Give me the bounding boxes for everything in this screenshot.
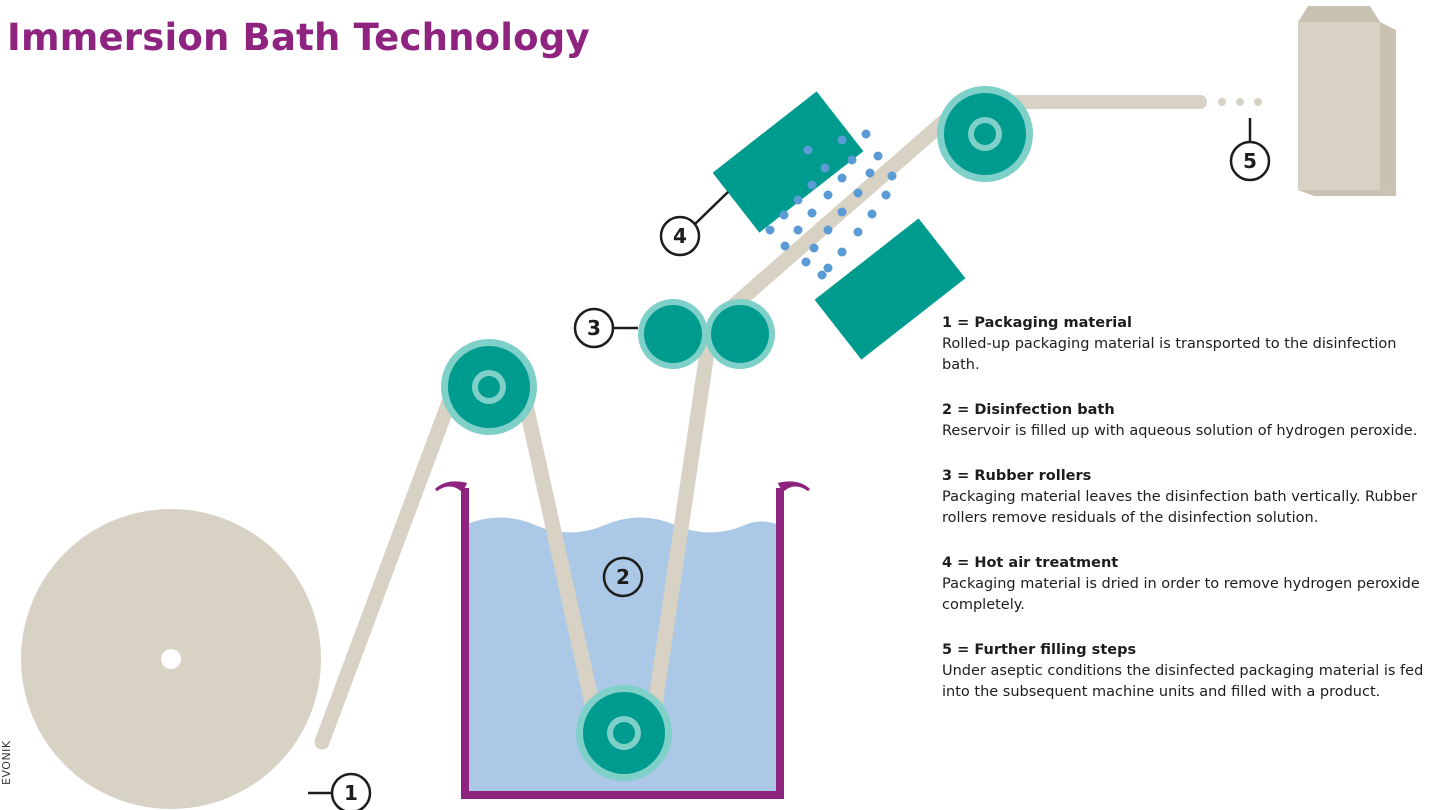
marker-4: 4: [659, 191, 729, 257]
legend-heading: 5 = Further filling steps: [942, 642, 1137, 658]
hot-air-nozzles-icon: [712, 91, 966, 360]
legend-description: Rolled-up packaging material is transpor…: [942, 336, 1397, 373]
packaging-material-web: [314, 95, 1207, 750]
legend-description: Reservoir is filled up with aqueous solu…: [942, 423, 1418, 439]
svg-text:4: 4: [673, 224, 687, 248]
legend-item-3: 3 = Rubber rollers Packaging material le…: [942, 466, 1428, 529]
svg-text:5: 5: [1243, 149, 1257, 173]
legend-heading: 3 = Rubber rollers: [942, 468, 1092, 484]
legend-description: Packaging material is dried in order to …: [942, 576, 1420, 613]
legend-item-1: 1 = Packaging material Rolled-up packagi…: [942, 313, 1428, 376]
svg-text:2: 2: [616, 565, 630, 589]
legend-item-5: 5 = Further filling steps Under aseptic …: [942, 640, 1428, 703]
guide-roller-top: [441, 339, 537, 435]
legend-description: Packaging material leaves the disinfecti…: [942, 489, 1417, 526]
guide-roller-bath: [576, 685, 672, 781]
image-credit: EVONIK: [0, 740, 13, 785]
disinfection-tank: [461, 488, 784, 799]
legend: 1 = Packaging material Rolled-up packagi…: [942, 313, 1428, 727]
legend-heading: 2 = Disinfection bath: [942, 402, 1115, 418]
marker-1: 1: [308, 772, 372, 810]
svg-text:3: 3: [587, 316, 601, 340]
legend-heading: 4 = Hot air treatment: [942, 555, 1119, 571]
legend-heading: 1 = Packaging material: [942, 315, 1133, 331]
marker-2: 2: [602, 556, 644, 598]
filled-package-icon: [1298, 6, 1396, 196]
rubber-rollers-icon: [638, 299, 775, 369]
legend-description: Under aseptic conditions the disinfected…: [942, 663, 1424, 700]
guide-roller-upper-right: [937, 86, 1033, 182]
svg-text:1: 1: [344, 781, 358, 805]
packaging-roll-icon: [21, 509, 321, 809]
page-title: Immersion Bath Technology: [7, 16, 590, 59]
legend-item-4: 4 = Hot air treatment Packaging material…: [942, 553, 1428, 616]
disinfection-liquid: [465, 517, 780, 795]
marker-3: 3: [573, 307, 638, 349]
marker-5: 5: [1229, 118, 1271, 182]
legend-item-2: 2 = Disinfection bath Reservoir is fille…: [942, 400, 1428, 442]
continuation-dots: [1218, 98, 1262, 106]
